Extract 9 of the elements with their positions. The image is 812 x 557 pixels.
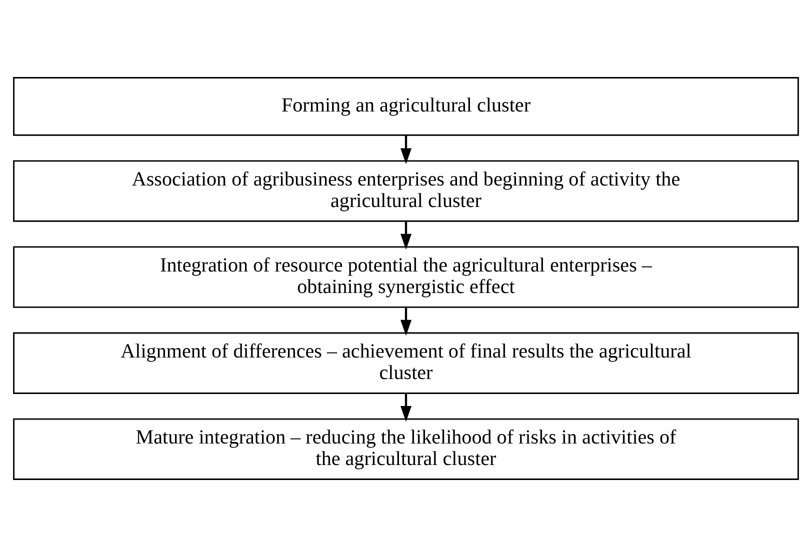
node-box: Integration of resource potential the agricultural enterprises – obtaining synergistic effect bbox=[13, 246, 799, 308]
node-box: Association of agribusiness enterprises and beginning of activity the agricultural cluster bbox=[13, 160, 799, 222]
node-box: Forming an agricultural cluster bbox=[13, 77, 799, 136]
arrow bbox=[400, 308, 412, 336]
arrow bbox=[400, 136, 412, 164]
node-box: Mature integration – reducing the likelihood of risks in activities of the agricultural cluster bbox=[13, 418, 799, 480]
arrow bbox=[400, 394, 412, 422]
node-box: Alignment of differences – achievement of final results the agricultural cluster bbox=[13, 332, 799, 394]
arrow bbox=[400, 222, 412, 250]
